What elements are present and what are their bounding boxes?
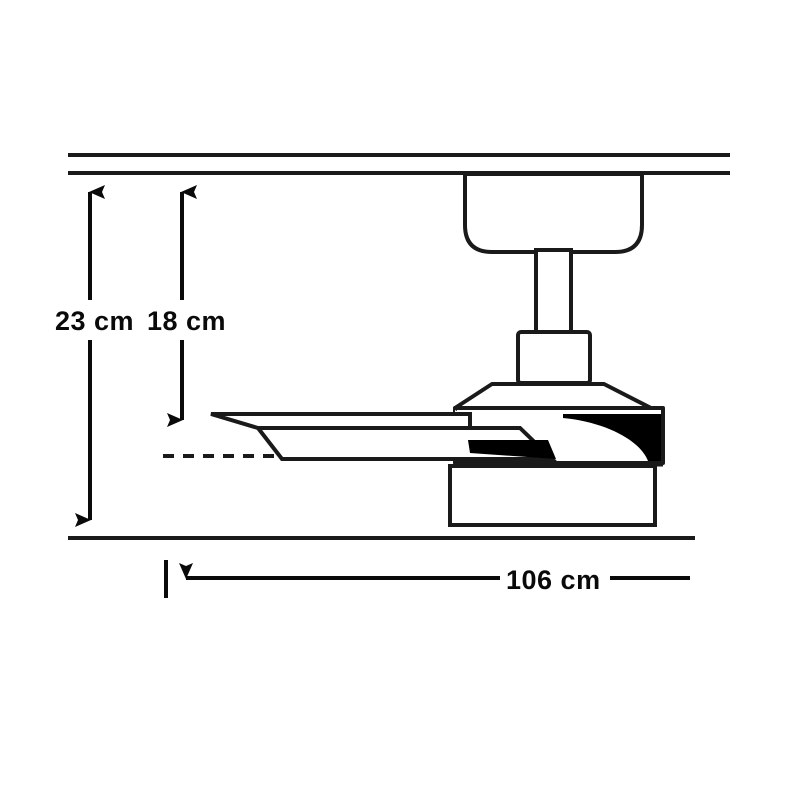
dimension-label-blade-drop: 18 cm (147, 306, 226, 336)
ceiling-lines (68, 153, 730, 175)
ceiling-canopy-dome (463, 172, 644, 254)
motor-housing-top-trapezoid (453, 382, 653, 410)
dimension-label-total-drop: 23 cm (55, 306, 134, 336)
fan-assembly (210, 172, 665, 527)
fan-blade-hub-accent (468, 440, 556, 459)
downrod-coupling-box (516, 330, 592, 385)
light-kit-housing (448, 464, 657, 527)
dimension-label-blade-span: 106 cm (506, 565, 601, 595)
dimension-blade-span (164, 560, 690, 598)
fan-blade-upper (210, 412, 472, 430)
motor-housing-shading (563, 414, 661, 461)
downrod (534, 248, 573, 336)
